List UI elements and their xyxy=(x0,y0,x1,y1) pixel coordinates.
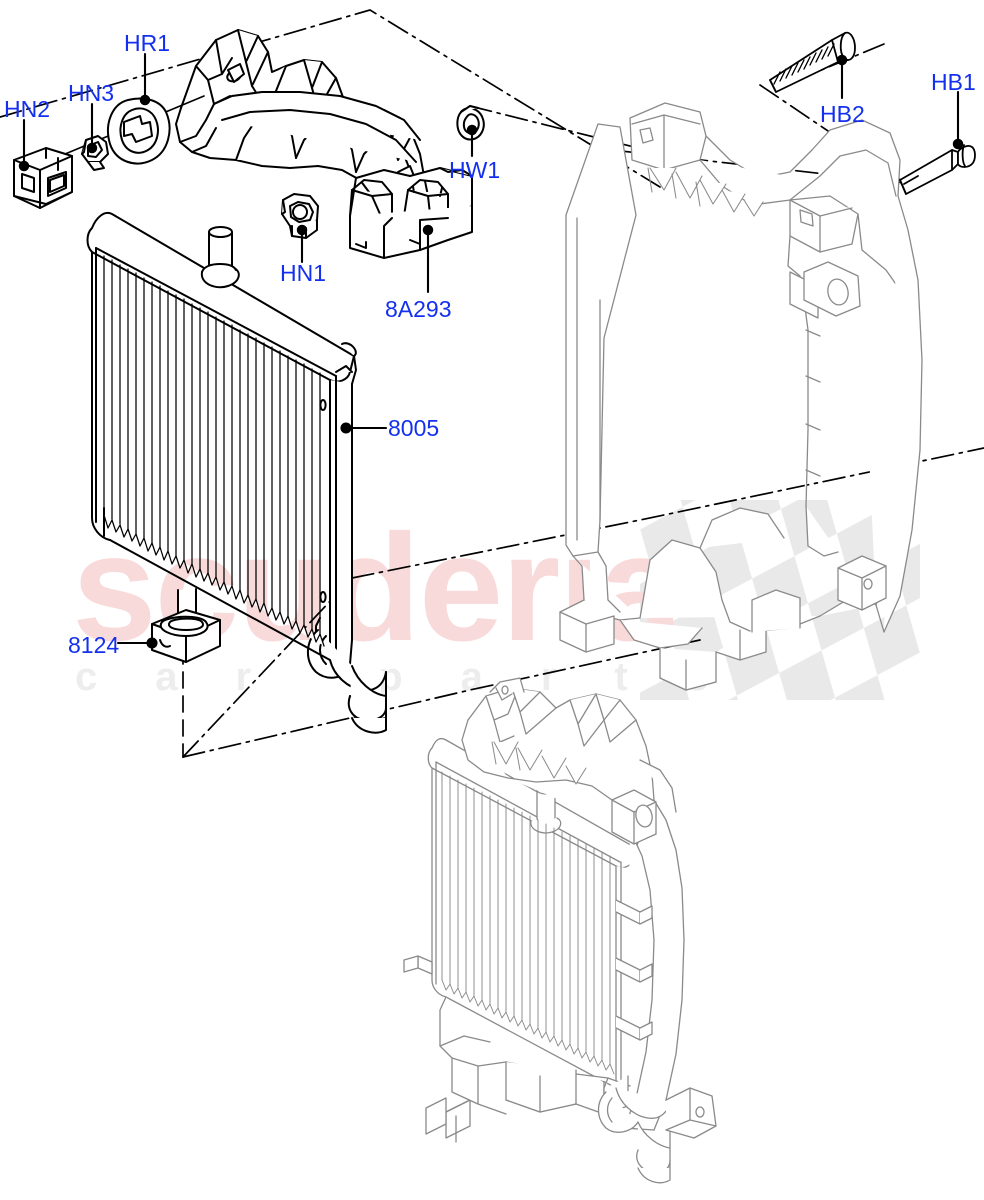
callout-label-HN1[interactable]: HN1 xyxy=(280,260,327,286)
callout-label-HN2[interactable]: HN2 xyxy=(4,96,51,122)
callout-label-HR1[interactable]: HR1 xyxy=(124,30,171,56)
threaded-bolt-HB2 xyxy=(769,31,856,93)
callout-label-HW1[interactable]: HW1 xyxy=(449,157,501,183)
hardware-row-left xyxy=(13,95,205,209)
installed-radiator-assembly-view xyxy=(403,677,717,1184)
watermark-tagline: car parts xyxy=(75,655,766,699)
fan-shroud-assembly xyxy=(559,102,923,691)
shoulder-bolt-HB1 xyxy=(899,144,976,195)
radiator-upper-mounting-bracket xyxy=(175,29,473,259)
lower-mount-insulator-8124 xyxy=(151,609,221,663)
washer-HW1 xyxy=(456,105,485,141)
callout-label-HN3[interactable]: HN3 xyxy=(68,80,115,106)
hex-nut-HN1 xyxy=(281,193,319,239)
callout-label-HB2[interactable]: HB2 xyxy=(820,101,865,127)
callout-label-8A293[interactable]: 8A293 xyxy=(385,296,452,322)
callout-label-8005[interactable]: 8005 xyxy=(388,415,440,441)
radiator-core-8005 xyxy=(86,212,387,734)
callout-label-8124[interactable]: 8124 xyxy=(68,632,120,658)
leader-lines xyxy=(18,52,964,649)
callout-label-HB1[interactable]: HB1 xyxy=(931,69,976,95)
